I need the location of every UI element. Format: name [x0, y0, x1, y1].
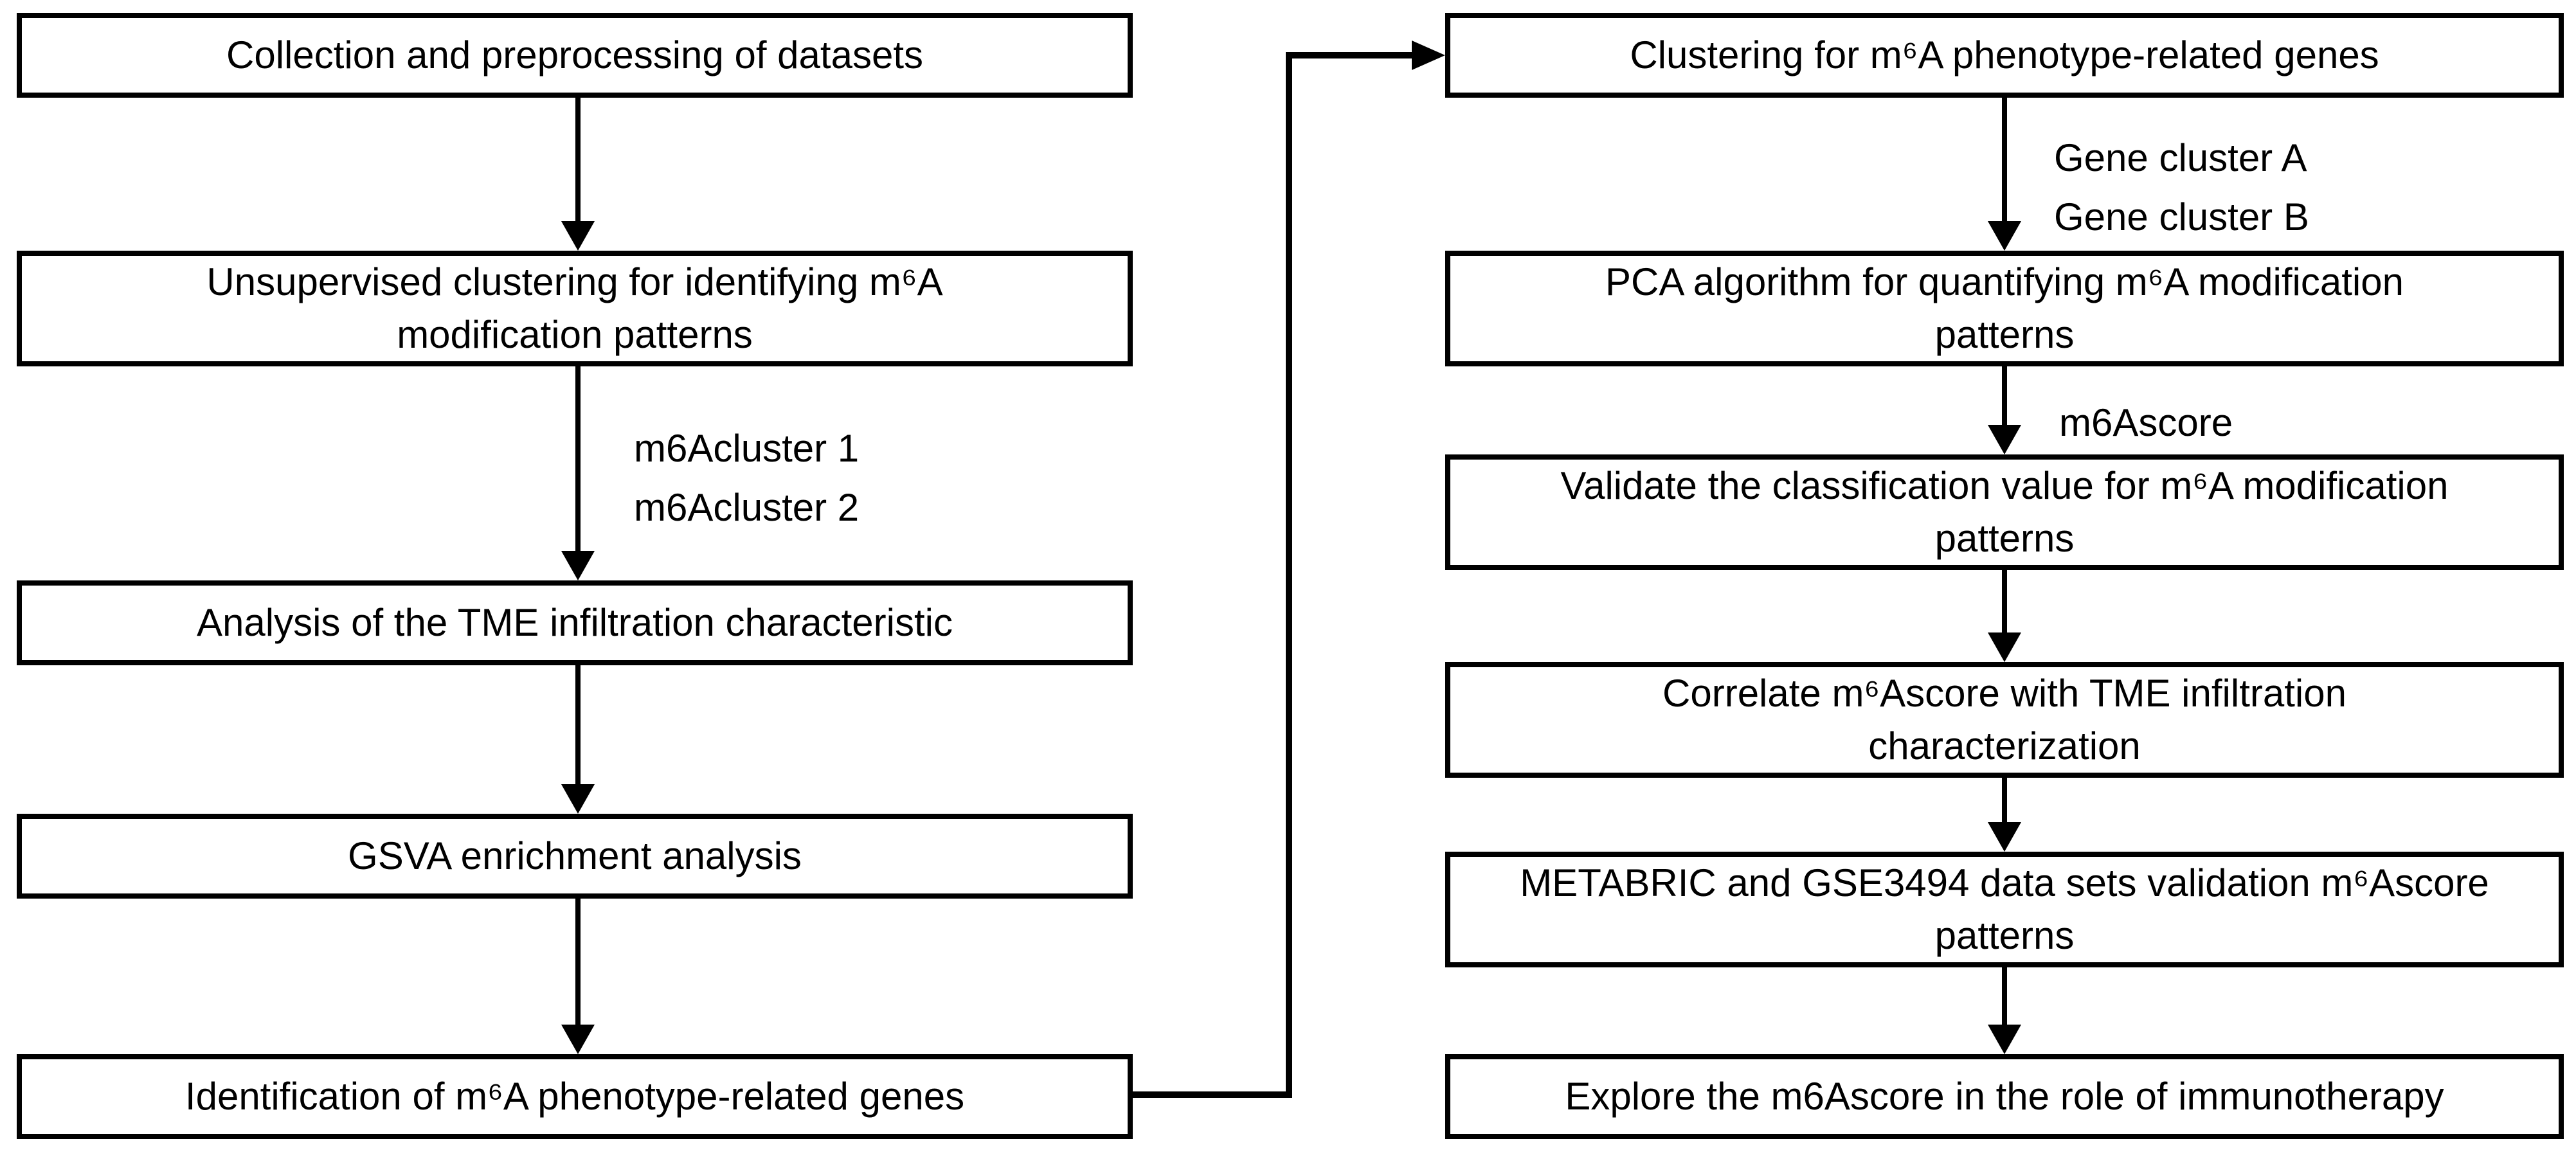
label-gene-cluster: Gene cluster A Gene cluster B [2054, 129, 2309, 247]
box-identify-phenotype-genes: Identification of m⁶A phenotype-related … [17, 1054, 1133, 1139]
arrow-r2-r3-shaft [2002, 366, 2007, 427]
box-text-line: Validate the classification value for m⁶… [1560, 464, 2449, 507]
box-text-line: characterization [1868, 724, 2141, 767]
arrowhead-down-icon [561, 1025, 595, 1054]
box-text-line: Explore the m6Ascore in the role of immu… [1565, 1075, 2444, 1118]
box-text-line: patterns [1934, 313, 2075, 356]
arrow-r1-r2-shaft [2002, 98, 2007, 224]
connector-horizontal-bottom [1129, 1091, 1292, 1098]
connector-horizontal-top [1286, 52, 1412, 58]
arrow-l3-l4-shaft [575, 665, 581, 787]
label-line: Gene cluster B [2054, 195, 2309, 238]
box-text-line: patterns [1934, 517, 2075, 560]
arrow-r5-r6-shaft [2002, 967, 2007, 1027]
box-gsva-enrichment: GSVA enrichment analysis [17, 814, 1133, 899]
box-correlate-tme: Correlate m⁶Ascore with TME infiltration… [1445, 662, 2564, 778]
box-text-line: METABRIC and GSE3494 data sets validatio… [1520, 861, 2489, 904]
arrow-l1-l2-shaft [575, 98, 581, 224]
arrowhead-down-icon [1988, 632, 2021, 662]
label-line: m6Acluster 2 [634, 486, 860, 529]
box-metabric-gse3494-validation: METABRIC and GSE3494 data sets validatio… [1445, 852, 2564, 967]
arrow-l2-l3-shaft [575, 366, 581, 553]
box-collection-preprocessing: Collection and preprocessing of datasets [17, 13, 1133, 98]
box-explore-immunotherapy: Explore the m6Ascore in the role of immu… [1445, 1054, 2564, 1139]
box-text-line: PCA algorithm for quantifying m⁶A modifi… [1605, 260, 2404, 303]
box-unsupervised-clustering: Unsupervised clustering for identifying … [17, 251, 1133, 366]
box-text-line: Unsupervised clustering for identifying … [206, 260, 943, 303]
arrow-r3-r4-shaft [2002, 570, 2007, 635]
arrowhead-down-icon [1988, 221, 2021, 251]
arrow-l4-l5-shaft [575, 899, 581, 1027]
arrowhead-right-icon [1412, 40, 1445, 70]
label-m6acluster: m6Acluster 1 m6Acluster 2 [634, 419, 859, 537]
connector-vertical [1286, 52, 1292, 1098]
box-text-line: Analysis of the TME infiltration charact… [196, 601, 953, 644]
label-line: m6Ascore [2059, 401, 2233, 444]
label-line: m6Acluster 1 [634, 427, 860, 470]
arrowhead-down-icon [1988, 1025, 2021, 1054]
box-tme-infiltration-analysis: Analysis of the TME infiltration charact… [17, 580, 1133, 665]
box-clustering-phenotype-genes: Clustering for m⁶A phenotype-related gen… [1445, 13, 2564, 98]
box-validate-classification: Validate the classification value for m⁶… [1445, 454, 2564, 570]
box-text-line: Clustering for m⁶A phenotype-related gen… [1630, 33, 2379, 76]
arrowhead-down-icon [561, 784, 595, 814]
arrowhead-down-icon [561, 551, 595, 580]
arrowhead-down-icon [561, 221, 595, 251]
label-line: Gene cluster A [2054, 136, 2307, 179]
label-m6ascore: m6Ascore [2059, 393, 2233, 453]
box-text-line: Collection and preprocessing of datasets [226, 33, 923, 76]
arrowhead-down-icon [1988, 425, 2021, 454]
arrowhead-down-icon [1988, 822, 2021, 852]
box-text-line: GSVA enrichment analysis [348, 834, 802, 877]
box-text-line: Identification of m⁶A phenotype-related … [185, 1075, 965, 1118]
box-pca-quantify: PCA algorithm for quantifying m⁶A modifi… [1445, 251, 2564, 366]
box-text-line: modification patterns [397, 313, 753, 356]
box-text-line: patterns [1934, 914, 2075, 957]
arrow-r4-r5-shaft [2002, 778, 2007, 825]
box-text-line: Correlate m⁶Ascore with TME infiltration [1662, 672, 2346, 715]
